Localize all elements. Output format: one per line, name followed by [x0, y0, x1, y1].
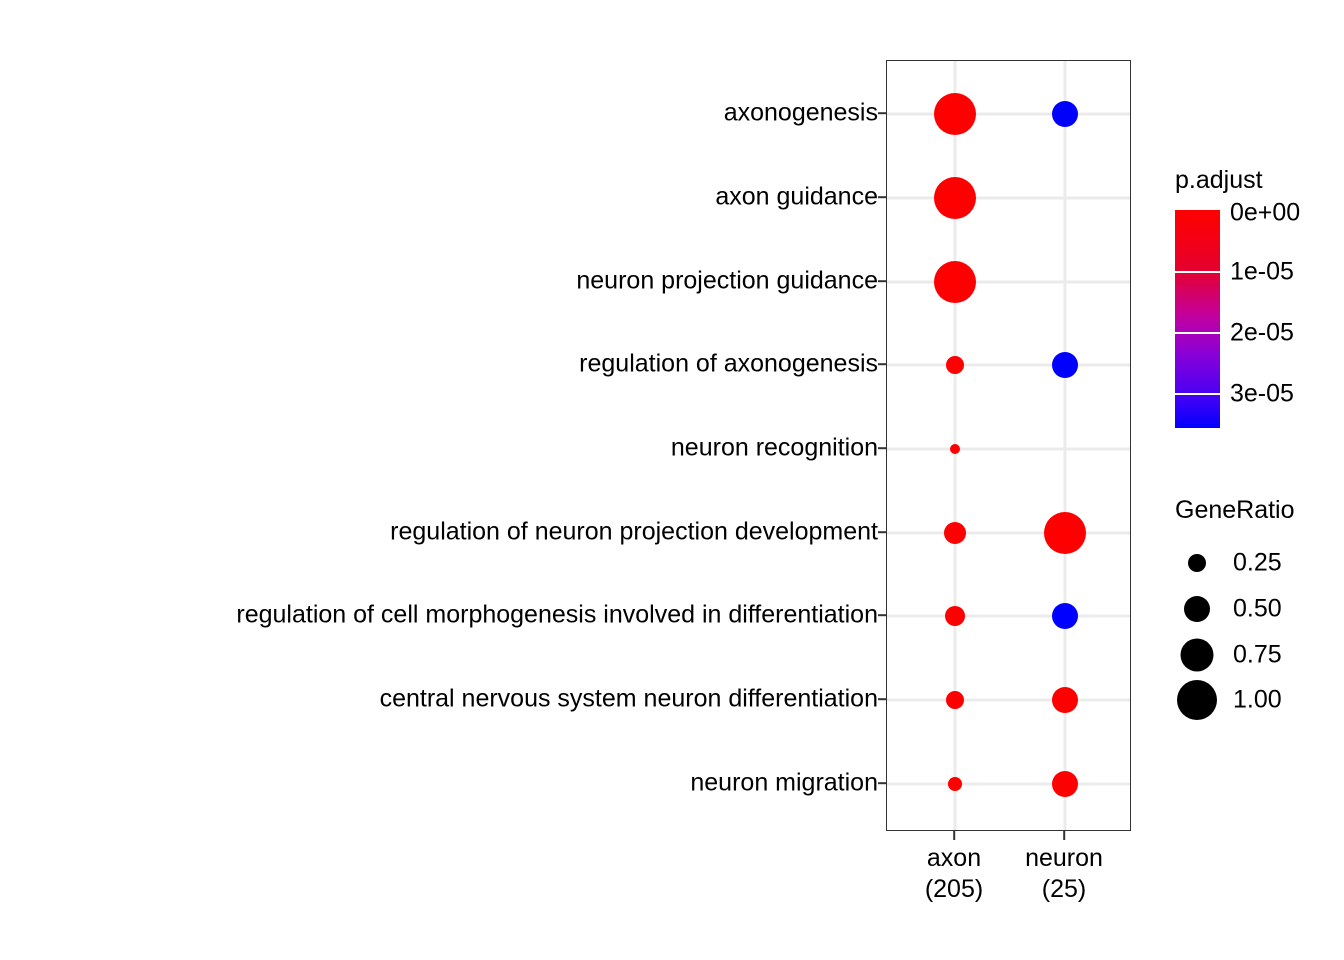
legend-key-label-3: 1.00: [1233, 685, 1282, 714]
y-axis-label-2: neuron projection guidance: [576, 266, 878, 295]
legend-gene-ratio-title: GeneRatio: [1175, 496, 1295, 524]
data-point: [934, 93, 976, 135]
x-axis-label-neuron: neuron (25): [1025, 843, 1103, 905]
legend-key-label-1: 0.50: [1233, 594, 1282, 623]
gridline-horizontal: [887, 447, 1130, 451]
colorbar-label-1: 1e-05: [1230, 257, 1294, 286]
data-point: [1052, 603, 1078, 629]
gridline-horizontal: [887, 196, 1130, 200]
legend-p-adjust-title: p.adjust: [1175, 166, 1263, 194]
legend-gene-ratio: GeneRatio 0.25 0.50 0.75 1.00: [1175, 498, 1344, 721]
y-axis-tick-0: [878, 112, 886, 114]
gridline-horizontal: [887, 363, 1130, 367]
y-axis-tick-5: [878, 531, 886, 533]
data-point: [1052, 101, 1078, 127]
y-axis-tick-2: [878, 280, 886, 282]
colorbar-label-0: 0e+00: [1230, 198, 1301, 227]
legend-key-label-2: 0.75: [1233, 640, 1282, 669]
data-point: [1052, 352, 1078, 378]
gridline-horizontal: [887, 698, 1130, 702]
y-axis-tick-4: [878, 447, 886, 449]
colorbar-gradient: [1175, 210, 1220, 428]
colorbar-tick-2: [1175, 332, 1220, 334]
data-point: [1052, 687, 1078, 713]
legend-key-label-0: 0.25: [1233, 548, 1282, 577]
gridline-horizontal: [887, 782, 1130, 786]
legend-key-dot-0: [1188, 554, 1206, 572]
y-axis-tick-7: [878, 698, 886, 700]
y-axis-label-7: central nervous system neuron differenti…: [379, 684, 878, 713]
legend-key-dot-3: [1177, 680, 1217, 720]
data-point: [934, 261, 976, 303]
x-axis-label-neuron-name: neuron: [1025, 844, 1103, 872]
data-point: [1052, 771, 1078, 797]
gridline-horizontal: [887, 614, 1130, 618]
legend-p-adjust: p.adjust 0e+00 1e-05 2e-05 3e-05: [1175, 168, 1344, 428]
y-axis-label-0: axonogenesis: [723, 98, 878, 127]
y-axis-tick-3: [878, 363, 886, 365]
x-axis-label-axon-name: axon: [926, 844, 982, 872]
y-axis-label-3: regulation of axonogenesis: [579, 349, 878, 378]
x-axis-ticks: [886, 831, 1131, 840]
gridline-horizontal: [887, 112, 1130, 116]
data-point: [946, 691, 964, 709]
legend-key-dot-2: [1180, 638, 1214, 672]
data-point: [944, 522, 966, 544]
data-point: [1044, 512, 1086, 554]
x-axis-tick-1: [1063, 831, 1065, 840]
y-axis-label-4: neuron recognition: [670, 433, 878, 462]
y-axis-label-6: regulation of cell morphogenesis involve…: [236, 600, 878, 629]
x-axis-label-axon: axon (205): [925, 843, 983, 905]
colorbar-label-2: 2e-05: [1230, 318, 1294, 347]
legend-gene-ratio-keys: 0.25 0.50 0.75 1.00: [1175, 541, 1344, 721]
colorbar-label-3: 3e-05: [1230, 379, 1294, 408]
y-axis-label-1: axon guidance: [715, 182, 878, 211]
y-axis-tick-8: [878, 782, 886, 784]
colorbar-wrapper: 0e+00 1e-05 2e-05 3e-05: [1175, 200, 1344, 428]
colorbar-tick-3: [1175, 393, 1220, 395]
x-axis-labels: axon (205) neuron (25): [886, 843, 1131, 923]
y-axis-labels: axonogenesis axon guidance neuron projec…: [0, 60, 886, 831]
y-axis-tick-6: [878, 614, 886, 616]
colorbar-tick-1: [1175, 271, 1220, 273]
x-axis-label-axon-count: (205): [924, 875, 984, 903]
data-point: [946, 356, 964, 374]
data-point: [950, 444, 960, 454]
x-axis-label-neuron-count: (25): [1041, 875, 1087, 903]
gridline-horizontal: [887, 531, 1130, 535]
y-axis-tick-1: [878, 196, 886, 198]
data-point: [948, 777, 962, 791]
y-axis-label-8: neuron migration: [690, 768, 878, 797]
gridline-vertical: [1063, 61, 1067, 830]
legend-key-dot-1: [1184, 596, 1210, 622]
data-point: [934, 177, 976, 219]
plot-panel: [886, 60, 1131, 831]
x-axis-tick-0: [953, 831, 955, 840]
y-axis-label-5: regulation of neuron projection developm…: [390, 517, 878, 546]
data-point: [945, 606, 965, 626]
gridline-horizontal: [887, 280, 1130, 284]
